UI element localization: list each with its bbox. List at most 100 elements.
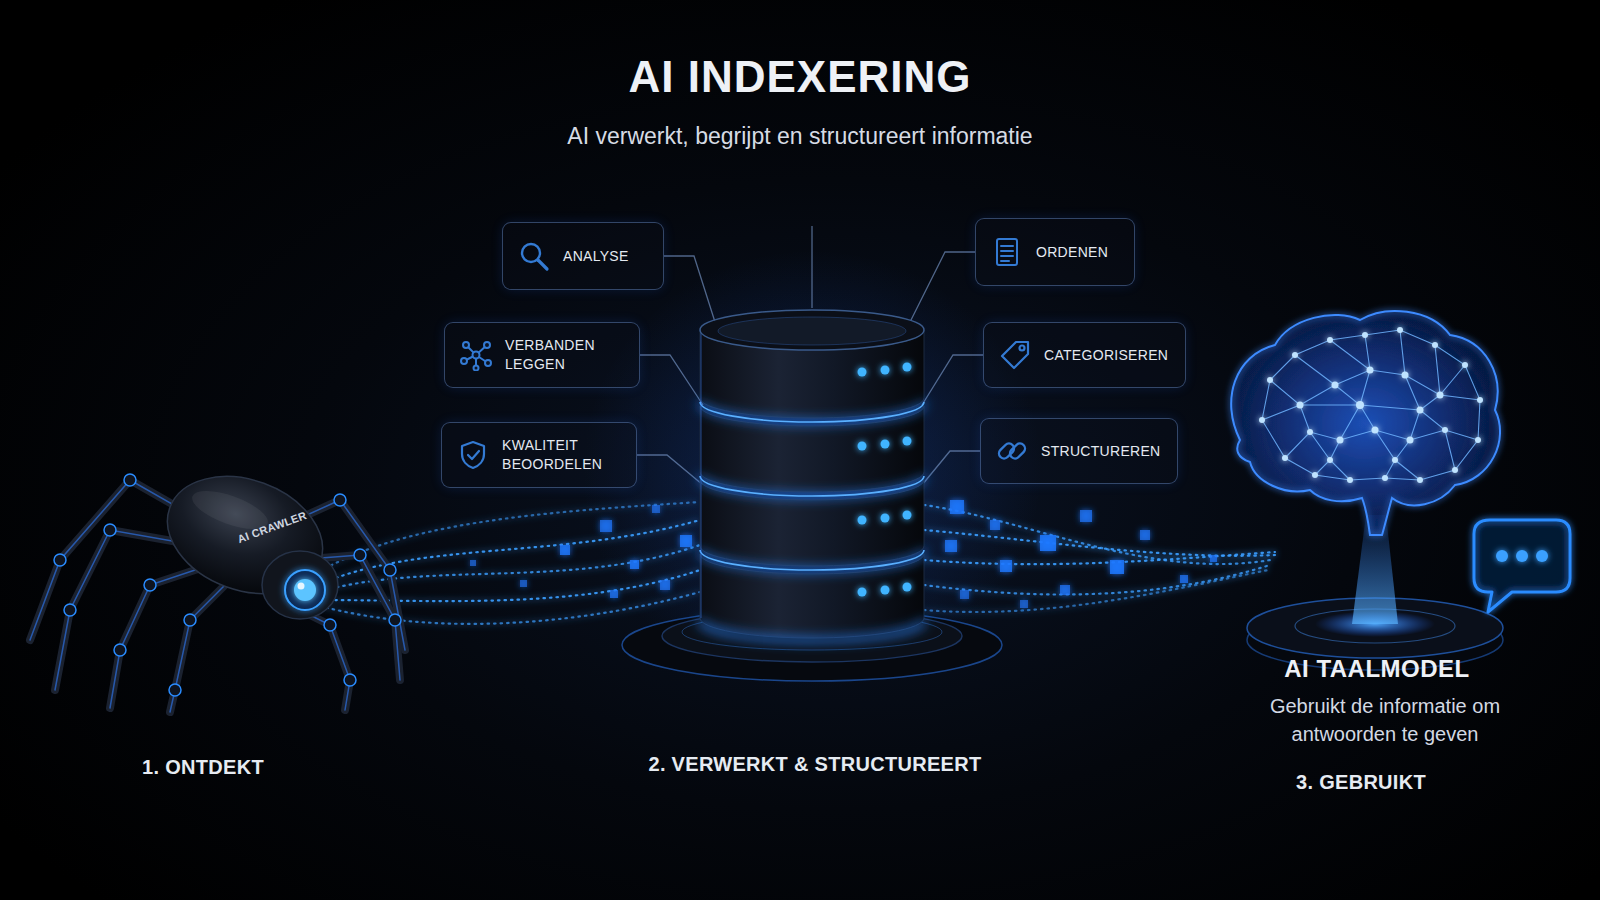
database-symbol <box>858 368 867 377</box>
leader-line <box>922 355 983 405</box>
feature-box: STRUCTUREREN <box>980 418 1178 484</box>
device-label: AI CRAWLER <box>225 505 319 549</box>
brain-network <box>1407 437 1414 444</box>
brain-network <box>1337 437 1344 444</box>
data-block <box>960 590 969 599</box>
brain-network <box>1392 457 1398 463</box>
brain-network <box>1231 311 1500 535</box>
leader-line <box>664 256 715 322</box>
database-symbol <box>718 317 906 345</box>
brain-network <box>1312 472 1318 478</box>
brain-network <box>1362 332 1368 338</box>
data-block <box>1180 575 1188 583</box>
database-symbol <box>858 363 912 597</box>
database-symbol <box>700 476 924 496</box>
chat-bubble <box>1516 550 1528 562</box>
crawler-robot <box>30 480 405 712</box>
database-symbol <box>700 402 924 570</box>
crawler-robot <box>294 579 316 601</box>
data-stream <box>924 570 1268 612</box>
crawler-robot <box>184 614 196 626</box>
crawler-robot <box>354 549 366 561</box>
brain-network <box>1397 327 1403 333</box>
database-symbol <box>700 332 702 618</box>
brain-network <box>1347 477 1353 483</box>
data-stream <box>924 552 1275 564</box>
database-symbol <box>700 620 924 640</box>
data-stream <box>320 592 700 624</box>
data-block <box>945 540 957 552</box>
database-symbol <box>700 402 924 422</box>
leader-line <box>910 252 975 322</box>
box-label: STRUCTUREREN <box>1041 442 1161 461</box>
crawler-robot <box>389 614 401 626</box>
data-block <box>1080 510 1092 522</box>
brain-network <box>1356 401 1364 409</box>
database-symbol <box>858 442 867 451</box>
data-block <box>950 500 964 514</box>
data-block <box>1040 535 1056 551</box>
database-symbol <box>858 588 867 597</box>
crawler-robot <box>144 579 156 591</box>
database-symbol <box>881 366 890 375</box>
crawler-robot <box>55 530 195 690</box>
database-symbol <box>881 514 890 523</box>
feature-box: CATEGORISEREN <box>983 322 1186 388</box>
hologram-pedestal <box>1247 515 1503 670</box>
crawler-robot <box>334 494 346 506</box>
brain-network <box>1262 330 1480 480</box>
brain-network <box>1372 427 1379 434</box>
brain-network <box>1382 475 1388 481</box>
brain-network <box>1292 352 1298 358</box>
data-block <box>600 520 612 532</box>
feature-box: ANALYSE <box>502 222 664 290</box>
database-symbol <box>700 476 924 496</box>
brain-network <box>1417 407 1424 414</box>
crawler-robot <box>262 551 338 619</box>
brain-network <box>1437 392 1444 399</box>
brain-network <box>1417 477 1423 483</box>
database-symbol <box>903 437 912 446</box>
data-block <box>1140 530 1150 540</box>
data-stream <box>924 530 1275 556</box>
brain-network <box>1462 362 1468 368</box>
data-block <box>1020 600 1028 608</box>
crawler-robot <box>384 564 396 576</box>
subtitle: AI verwerkt, begrijpt en structureert in… <box>560 120 1040 153</box>
crawler-robot <box>170 580 230 712</box>
brain-network <box>1297 402 1304 409</box>
brain-network <box>1259 417 1265 423</box>
brain-network <box>1367 367 1374 374</box>
database-symbol <box>700 550 924 570</box>
crawler-robot <box>169 684 181 696</box>
crawler-robot <box>30 480 405 712</box>
brain-network <box>1282 455 1288 461</box>
brain-network <box>1442 427 1448 433</box>
step-label: 3. GEBRUIKT <box>1231 771 1491 794</box>
brain-network <box>1452 467 1458 473</box>
chat-bubble <box>1496 550 1508 562</box>
database-symbol <box>881 440 890 449</box>
box-label: ANALYSE <box>563 247 629 266</box>
data-block <box>1060 585 1070 595</box>
data-block <box>560 545 570 555</box>
crawler-robot <box>170 580 230 712</box>
leader-line <box>922 451 980 485</box>
crawler-robot <box>124 474 136 486</box>
crawler-robot <box>55 530 195 690</box>
database-symbol <box>700 550 924 570</box>
crawler-robot <box>104 524 116 536</box>
database-symbol <box>700 402 924 640</box>
leader-line <box>640 355 703 405</box>
feature-box: VERBANDEN LEGGEN <box>444 322 640 388</box>
data-block <box>652 505 660 513</box>
leader-line <box>811 226 812 308</box>
brain-network <box>1402 372 1409 379</box>
data-stream <box>314 502 700 624</box>
crawler-robot <box>64 604 76 616</box>
crawler-robot <box>151 456 339 614</box>
chat-bubble <box>1536 550 1548 562</box>
database-symbol <box>700 310 924 350</box>
